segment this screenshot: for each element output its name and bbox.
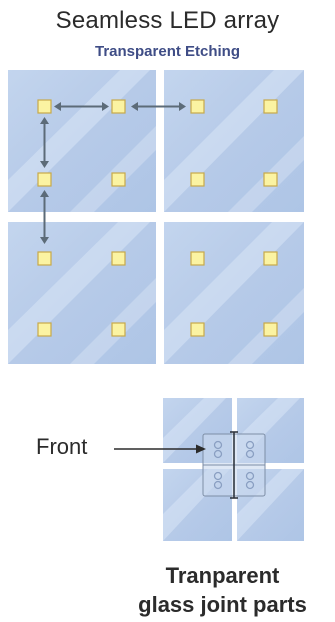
joint-caption-line-2: glass joint parts	[110, 590, 335, 619]
glass-panel-bottom-left	[8, 222, 156, 364]
glass-panel-top-left	[8, 70, 156, 212]
led-square	[191, 173, 204, 186]
led-square	[112, 323, 125, 336]
glass-panel-top-right	[164, 70, 304, 212]
led-square	[38, 100, 51, 113]
led-square	[191, 252, 204, 265]
led-square	[264, 323, 277, 336]
led-square	[112, 173, 125, 186]
led-square	[264, 100, 277, 113]
led-square	[191, 100, 204, 113]
glass-panel-bottom-right	[164, 222, 304, 364]
led-square	[38, 323, 51, 336]
led-square	[38, 173, 51, 186]
led-square	[191, 323, 204, 336]
led-square	[112, 252, 125, 265]
led-square	[112, 100, 125, 113]
led-square	[264, 252, 277, 265]
led-square	[264, 173, 277, 186]
joint-caption-line-1: Tranparent	[110, 561, 335, 590]
front-label: Front	[36, 434, 87, 460]
joint-detail-illustration	[163, 398, 304, 541]
joint-caption: Tranparent glass joint parts	[110, 561, 335, 619]
led-square	[38, 252, 51, 265]
